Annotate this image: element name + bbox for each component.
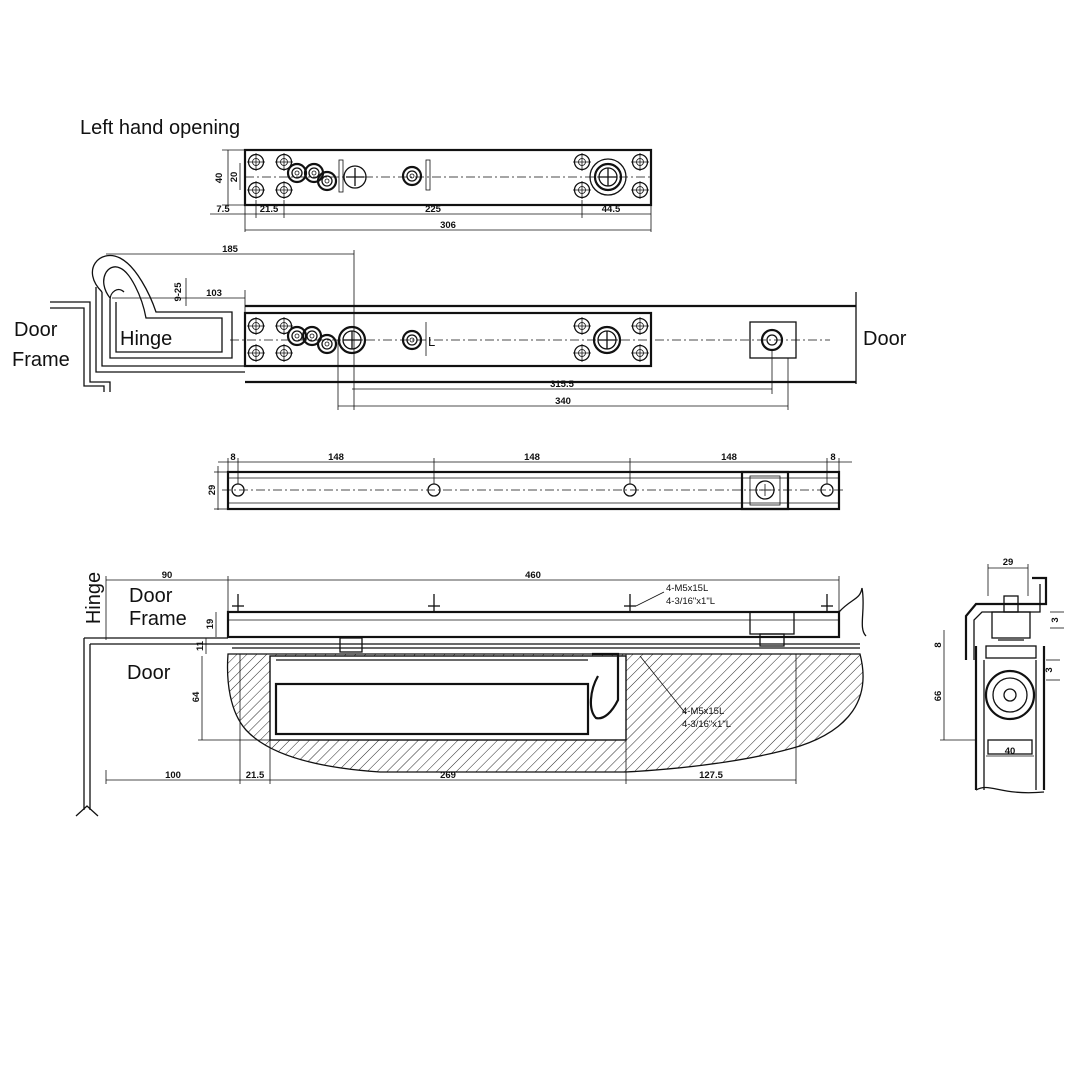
end-section-view: 29 3 8 3 66 40 — [933, 557, 1064, 794]
dim-8-left: 8 — [230, 452, 235, 463]
label-door-frame-2: Frame — [12, 349, 70, 371]
dim-29: 29 — [207, 485, 218, 496]
note-screws-top-2: 4-3/16"x1"L — [666, 596, 715, 607]
dim-11: 11 — [195, 640, 206, 651]
installation-plan-view: Hinge Door Frame Door L 185 — [12, 244, 907, 410]
label-section-door-frame-2: Frame — [129, 608, 187, 630]
dim-19: 19 — [205, 619, 216, 630]
dim-100: 100 — [165, 770, 181, 781]
dim-148-1: 148 — [328, 452, 344, 463]
dim-460: 460 — [525, 570, 541, 581]
dim-90: 90 — [162, 570, 173, 581]
dim-21-5-section: 21.5 — [246, 770, 265, 781]
dim-9-25: 9-25 — [173, 282, 184, 302]
dim-64: 64 — [191, 691, 202, 702]
dim-21-5: 21.5 — [260, 204, 279, 215]
dim-40: 40 — [214, 173, 225, 184]
label-door-frame-1: Door — [14, 319, 58, 341]
dim-8-end: 8 — [933, 642, 944, 647]
note-screws-top-1: 4-M5x15L — [666, 583, 708, 594]
dim-8-right: 8 — [830, 452, 835, 463]
dim-185: 185 — [222, 244, 239, 255]
dim-103: 103 — [206, 288, 222, 299]
dim-148-3: 148 — [721, 452, 737, 463]
label-door: Door — [863, 328, 907, 350]
dim-3-side: 3 — [1044, 667, 1055, 672]
note-screws-bottom-2: 4-3/16"x1"L — [682, 719, 731, 730]
dim-127-5: 127.5 — [699, 770, 723, 781]
dim-66-end: 66 — [933, 691, 944, 702]
dim-340: 340 — [555, 396, 571, 407]
section-view: Hinge Door Frame Door — [75, 570, 867, 817]
top-plan-view: 40 20 7.5 21.5 225 44.5 306 — [210, 148, 653, 232]
track-view: 8 148 148 148 8 29 — [207, 452, 852, 511]
dim-20: 20 — [229, 172, 240, 183]
note-screws-bottom-1: 4-M5x15L — [682, 706, 724, 717]
dim-40-end: 40 — [1005, 746, 1016, 757]
dim-29-end: 29 — [1003, 557, 1014, 568]
label-section-door: Door — [127, 662, 171, 684]
drawing-title: Left hand opening — [80, 117, 240, 139]
dim-269: 269 — [440, 770, 456, 781]
label-section-door-frame-1: Door — [129, 585, 173, 607]
dim-7-5: 7.5 — [216, 204, 230, 215]
dim-44-5: 44.5 — [602, 204, 621, 215]
marker-L: L — [428, 334, 435, 349]
dim-306: 306 — [440, 220, 456, 231]
dim-315-5: 315.5 — [550, 379, 574, 390]
label-hinge: Hinge — [120, 328, 172, 350]
dim-3-top: 3 — [1050, 617, 1061, 622]
dim-225: 225 — [425, 204, 442, 215]
label-hinge-vertical: Hinge — [83, 572, 105, 624]
dim-148-2: 148 — [524, 452, 540, 463]
